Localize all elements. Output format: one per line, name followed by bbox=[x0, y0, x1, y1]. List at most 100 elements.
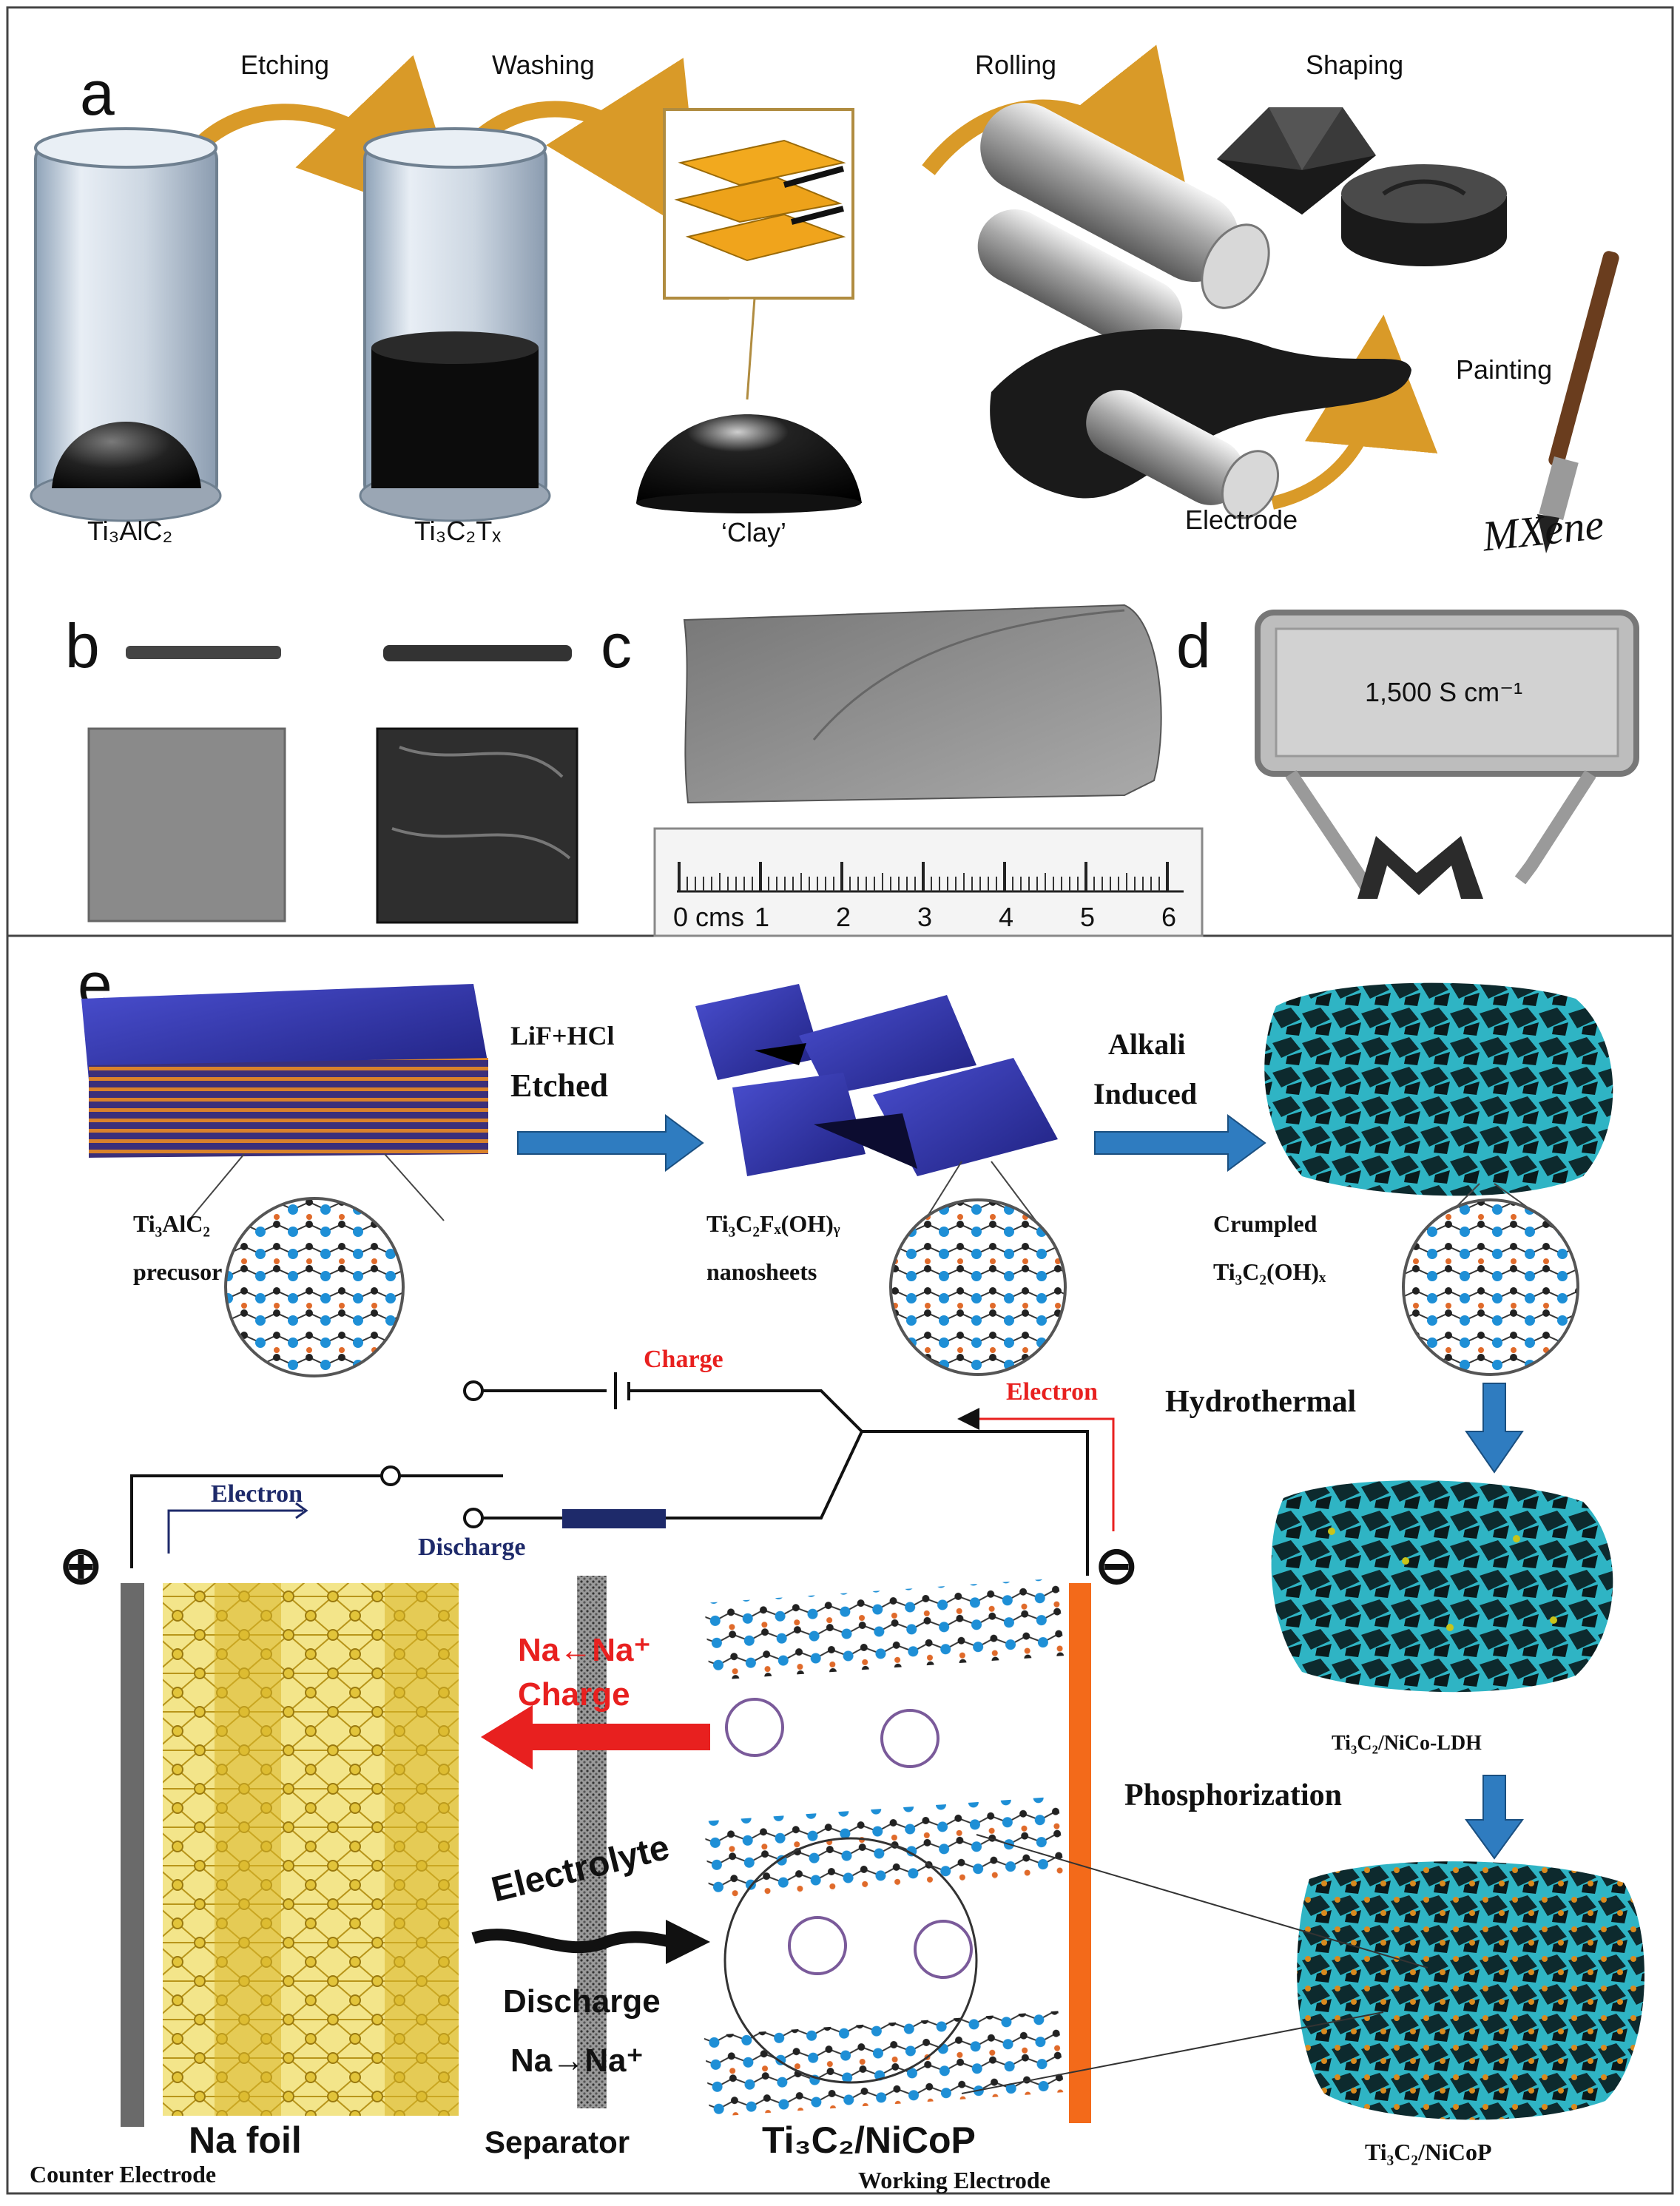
film-2 bbox=[376, 727, 578, 924]
working-electrode-bar bbox=[1069, 1583, 1091, 2123]
panel-a-letter: a bbox=[80, 58, 115, 128]
panel-b: b bbox=[65, 611, 578, 924]
discharge-arrow-head bbox=[666, 1920, 710, 1964]
precursor-lattice bbox=[224, 1197, 405, 1377]
circuit-discharge-label: Discharge bbox=[418, 1534, 525, 1561]
ruler-tick-2: 2 bbox=[836, 902, 851, 932]
step-etching: Etching bbox=[240, 50, 329, 80]
clay-flakes-inset bbox=[663, 108, 854, 400]
charge-arrow bbox=[481, 1705, 710, 1770]
arrow1-top: LiF+HCl bbox=[510, 1021, 615, 1050]
induced-arrow bbox=[1094, 1114, 1266, 1172]
na-foil-label: Na foil bbox=[189, 2119, 302, 2161]
panel-a: a Etching Washing Rolling Shaping Painti… bbox=[30, 44, 1619, 561]
ldh-label: Ti₃C₂/NiCo-LDH bbox=[1332, 1732, 1482, 1755]
m-shaped-sample bbox=[1357, 836, 1483, 899]
film-1 bbox=[87, 727, 286, 922]
hydrothermal-arrow bbox=[1465, 1383, 1524, 1474]
positive-terminal: ⊕ bbox=[59, 1537, 103, 1594]
precursor-block bbox=[81, 984, 488, 1158]
intercalated-molecules bbox=[725, 1698, 973, 1979]
counter-electrode-bar bbox=[121, 1583, 144, 2127]
nanosheets-lattice bbox=[889, 1198, 1067, 1376]
beaker-ti3c2tx bbox=[359, 127, 551, 522]
step-painting: Painting bbox=[1456, 354, 1552, 385]
nicop-composite bbox=[1297, 1861, 1644, 2120]
film-2-edge bbox=[383, 645, 572, 661]
magnifier-circle bbox=[723, 1837, 978, 2084]
phosphorization-arrow bbox=[1465, 1775, 1524, 1860]
working-lattice-top bbox=[704, 1578, 1065, 1681]
ruler: 0 cms 1 2 3 4 5 6 bbox=[653, 827, 1204, 937]
working-lattice-middle bbox=[704, 1796, 1064, 1899]
meter-reading: 1,500 S cm⁻¹ bbox=[1365, 677, 1522, 707]
panel-e: e Ti₃AlC₂ precusor LiF+HCl Etched Ti₃ bbox=[30, 950, 1644, 2193]
step-washing: Washing bbox=[492, 50, 595, 80]
shaped-pyramid bbox=[1217, 107, 1376, 215]
ruler-tick-5: 5 bbox=[1080, 902, 1095, 932]
nanosheets-label-2: nanosheets bbox=[706, 1258, 817, 1285]
etched-arrow bbox=[517, 1114, 704, 1172]
ruler-tick-1: 1 bbox=[755, 902, 769, 932]
separator-membrane bbox=[577, 1576, 607, 2108]
discharge-resistor bbox=[562, 1509, 666, 1528]
hydrothermal-label: Hydrothermal bbox=[1165, 1385, 1356, 1419]
nicop-label: Ti₃C₂/NiCoP bbox=[1365, 2139, 1492, 2165]
counter-electrode-label: Counter Electrode bbox=[30, 2161, 216, 2188]
ruler-tick-6: 6 bbox=[1161, 902, 1176, 932]
precursor-zoom-lines bbox=[188, 1153, 445, 1221]
label-electrode: Electrode bbox=[1185, 505, 1298, 535]
na-to-naplus-bottom: Na→Na⁺ bbox=[510, 2043, 644, 2079]
ruler-unit: 0 cms bbox=[673, 902, 744, 932]
rolling-mill bbox=[977, 102, 1411, 519]
film-1-edge bbox=[126, 646, 281, 659]
paintbrush-icon bbox=[1537, 251, 1619, 553]
crumpled-label-1: Crumpled bbox=[1213, 1210, 1318, 1237]
na-to-naplus-top: Na←Na⁺ bbox=[518, 1632, 651, 1668]
crumpled-label-2: Ti₃C₂(OH)ₓ bbox=[1213, 1258, 1326, 1285]
circuit-electron-left: Electron bbox=[211, 1480, 303, 1508]
nanosheets-zoom-lines bbox=[924, 1161, 1036, 1221]
label-ti3c2tx: Ti₃C₂Tₓ bbox=[414, 516, 501, 546]
circuit bbox=[130, 1372, 1115, 1576]
label-ti3alc2: Ti₃AlC₂ bbox=[87, 516, 172, 546]
arrow2-bottom: Induced bbox=[1093, 1077, 1197, 1110]
meter-screen bbox=[1275, 627, 1619, 758]
panel-d-letter: d bbox=[1176, 611, 1211, 681]
arrow2-top: Alkali bbox=[1108, 1028, 1185, 1061]
nanosheets bbox=[695, 984, 1058, 1176]
nicop-callout-lines bbox=[961, 1834, 1428, 2094]
label-clay: ‘Clay’ bbox=[721, 517, 786, 547]
film-2-texture bbox=[391, 746, 571, 860]
panel-d: d 1,500 S cm⁻¹ bbox=[1176, 610, 1639, 899]
precursor-label-1: Ti₃AlC₂ bbox=[133, 1210, 210, 1237]
ruler-tick-3: 3 bbox=[917, 902, 932, 932]
circuit-electron-right: Electron bbox=[1006, 1378, 1098, 1406]
na-foil bbox=[163, 1583, 459, 2116]
phosphorization-label: Phosphorization bbox=[1124, 1778, 1342, 1812]
nanosheets-label-1: Ti₃C₂Fₓ(OH)ᵧ bbox=[706, 1210, 840, 1237]
discharge-arrow bbox=[471, 1929, 674, 1954]
shaped-disk bbox=[1341, 164, 1507, 266]
arrow1-bottom: Etched bbox=[510, 1067, 608, 1104]
clay-dome bbox=[636, 414, 862, 513]
separator-label: Separator bbox=[485, 2125, 630, 2159]
working-electrode-label: Working Electrode bbox=[858, 2167, 1050, 2193]
circuit-charge-label: Charge bbox=[644, 1346, 723, 1373]
precursor-label-2: precusor bbox=[133, 1258, 222, 1285]
electrode-arrow bbox=[1270, 314, 1438, 510]
cell-charge-label: Charge bbox=[518, 1676, 630, 1713]
working-material-label: Ti₃C₂/NiCoP bbox=[762, 2119, 976, 2161]
step-rolling: Rolling bbox=[975, 50, 1056, 80]
cell-discharge-label: Discharge bbox=[503, 1983, 661, 2020]
step-shaping: Shaping bbox=[1306, 50, 1403, 80]
probe-right bbox=[1514, 770, 1596, 885]
flexible-film bbox=[683, 604, 1162, 804]
negative-terminal: ⊖ bbox=[1095, 1537, 1138, 1594]
ldh-composite bbox=[1271, 1480, 1613, 1693]
beaker-ti3alc2 bbox=[30, 127, 222, 522]
ruler-tick-4: 4 bbox=[999, 902, 1013, 932]
film-fold bbox=[812, 609, 1125, 741]
panel-c-letter: c bbox=[601, 611, 632, 681]
